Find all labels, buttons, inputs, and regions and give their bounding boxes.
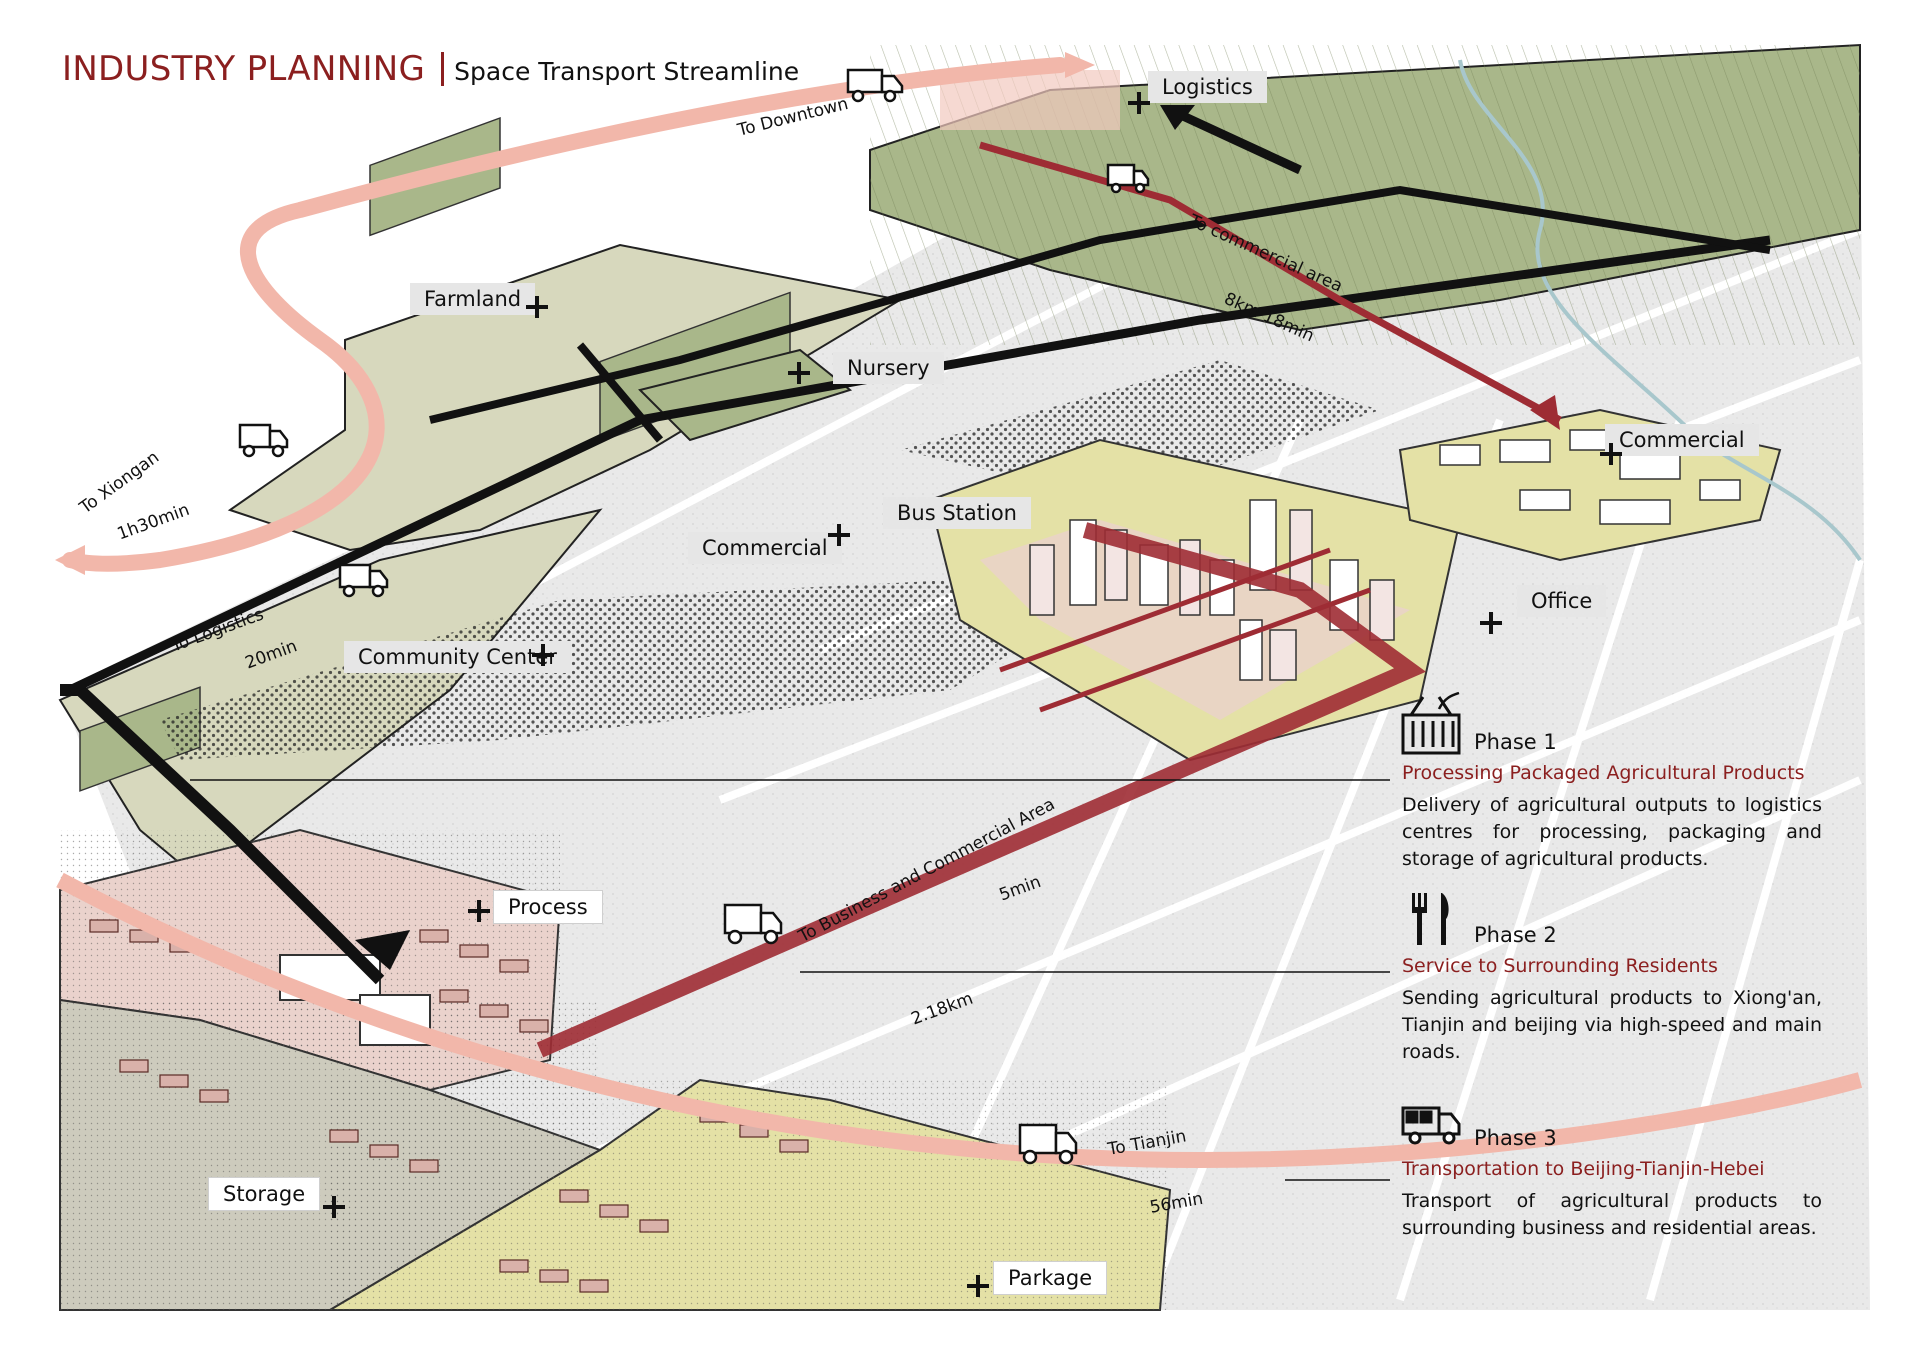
phase-2-name: Phase 2	[1474, 923, 1557, 947]
internal-road-logistics	[1168, 105, 1302, 175]
label-commercial-east: Commercial	[1605, 424, 1759, 456]
label-farmland: Farmland	[410, 283, 536, 315]
label-parkage: Parkage	[993, 1261, 1108, 1295]
phase-1-title: Processing Packaged Agricultural Product…	[1402, 762, 1805, 784]
plus-icon	[526, 296, 548, 318]
plus-icon	[1128, 92, 1150, 114]
arrow-commercial	[1530, 395, 1560, 430]
plus-icon	[1600, 443, 1622, 465]
label-storage: Storage	[208, 1177, 321, 1211]
arrow-logistics	[1160, 105, 1195, 130]
phase-3-block: Phase 3 Transportation to Beijing-Tianji…	[1402, 1126, 1822, 1242]
label-nursery: Nursery	[833, 352, 944, 384]
phase-1-name: Phase 1	[1474, 730, 1557, 754]
label-community-center: Community Center	[344, 641, 571, 673]
route-to-tianjin	[56, 872, 1863, 1169]
label-office: Office	[1517, 585, 1607, 617]
truck-icon	[338, 563, 389, 598]
basket-icon	[1401, 691, 1461, 755]
phase-3-title: Transportation to Beijing-Tianjin-Hebei	[1402, 1158, 1765, 1180]
plus-icon	[1480, 612, 1502, 634]
label-logistics: Logistics	[1148, 71, 1267, 103]
plus-icon	[532, 644, 554, 666]
title-divider	[441, 52, 445, 86]
phase-3-header: Phase 3	[1402, 1126, 1822, 1150]
truck-icon	[1018, 1123, 1078, 1165]
page-header: INDUSTRY PLANNING Space Transport Stream…	[62, 46, 799, 89]
distribution-arrow-1	[999, 547, 1331, 673]
fork-knife-icon	[1412, 893, 1449, 945]
label-commercial-center: Commercial	[688, 532, 842, 564]
route-to-business	[536, 522, 1426, 1058]
plus-icon	[828, 524, 850, 546]
internal-road-link	[576, 342, 664, 443]
truck-icon	[723, 903, 783, 945]
phase-1-header: Phase 1	[1402, 730, 1822, 754]
arrow-xiongan	[55, 545, 85, 575]
label-process: Process	[493, 890, 603, 924]
dotted-zone-west	[160, 570, 1150, 760]
phase-1-block: Phase 1 Processing Packaged Agricultural…	[1402, 730, 1822, 873]
label-bus-station: Bus Station	[883, 497, 1031, 529]
phase-1-description: Delivery of agricultural outputs to logi…	[1402, 794, 1822, 870]
distribution-arrow-2	[1039, 587, 1371, 713]
arrow-downtown	[1065, 52, 1095, 78]
phase-2-block: Phase 2 Service to Surrounding Residents…	[1402, 923, 1822, 1066]
truck-icon	[846, 68, 904, 103]
phase-2-title: Service to Surrounding Residents	[1402, 955, 1718, 977]
plus-icon	[323, 1196, 345, 1218]
delivery-truck-icon	[1401, 1106, 1461, 1145]
arrow-process	[355, 930, 410, 970]
logistics-cluster	[940, 70, 1120, 130]
phase-2-header: Phase 2	[1402, 923, 1822, 947]
dotted-zone-center	[900, 360, 1380, 500]
route-to-downtown	[62, 57, 1068, 572]
page-title: INDUSTRY PLANNING	[62, 49, 426, 89]
river	[1458, 59, 1862, 562]
internal-road-north	[429, 185, 1771, 424]
plus-icon	[468, 900, 490, 922]
plus-icon	[967, 1275, 989, 1297]
phase-3-name: Phase 3	[1474, 1126, 1557, 1150]
plus-icon	[788, 362, 810, 384]
truck-icon	[238, 423, 289, 458]
route-to-commercial-area	[979, 141, 1562, 424]
phase-3-description: Transport of agricultural products to su…	[1402, 1190, 1822, 1239]
truck-icon	[1106, 163, 1150, 194]
phase-2-description: Sending agricultural products to Xiong'a…	[1402, 987, 1822, 1063]
page-subtitle: Space Transport Streamline	[454, 57, 800, 86]
east-commercial-blocks	[1439, 429, 1741, 525]
